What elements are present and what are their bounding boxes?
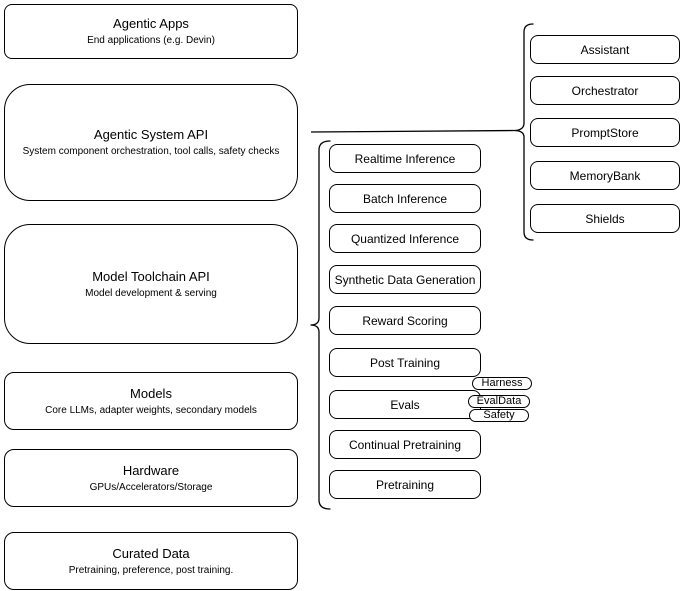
tag-safety: Safety bbox=[469, 409, 529, 422]
tag-evaldata: EvalData bbox=[468, 395, 530, 408]
node-title: Agentic System API bbox=[93, 127, 209, 142]
node-realtime-inference: Realtime Inference bbox=[329, 144, 481, 173]
node-subtitle: End applications (e.g. Devin) bbox=[87, 35, 215, 46]
node-title: Models bbox=[130, 385, 172, 401]
node-promptstore: PromptStore bbox=[530, 118, 680, 147]
node-evals: Evals bbox=[329, 390, 481, 419]
node-subtitle: Model development & serving bbox=[85, 287, 217, 299]
node-curated-data: Curated Data Pretraining, preference, po… bbox=[4, 532, 298, 590]
api-to-system-connector-line bbox=[310, 129, 516, 133]
tag-harness: Harness bbox=[472, 377, 532, 390]
node-subtitle: Pretraining, preference, post training. bbox=[68, 564, 234, 576]
node-reward-scoring: Reward Scoring bbox=[329, 306, 481, 335]
system-brace bbox=[514, 23, 534, 241]
node-quantized-inference: Quantized Inference bbox=[329, 224, 481, 253]
node-title: Model Toolchain API bbox=[92, 268, 210, 284]
node-title: Curated Data bbox=[112, 545, 190, 561]
toolchain-brace bbox=[310, 140, 331, 510]
node-continual-pretraining: Continual Pretraining bbox=[329, 430, 481, 459]
node-shields: Shields bbox=[530, 204, 680, 233]
node-subtitle: GPUs/Accelerators/Storage bbox=[89, 481, 213, 493]
node-batch-inference: Batch Inference bbox=[329, 184, 481, 213]
node-agentic-system-api: Agentic System API System component orch… bbox=[4, 84, 298, 201]
node-title: Agentic Apps bbox=[113, 16, 189, 31]
node-synthetic-data-generation: Synthetic Data Generation bbox=[329, 265, 481, 294]
node-subtitle: System component orchestration, tool cal… bbox=[22, 146, 280, 157]
node-title: Hardware bbox=[122, 462, 180, 478]
node-hardware: Hardware GPUs/Accelerators/Storage bbox=[4, 449, 298, 507]
node-subtitle: Core LLMs, adapter weights, secondary mo… bbox=[45, 404, 257, 416]
node-models: Models Core LLMs, adapter weights, secon… bbox=[4, 372, 298, 430]
node-model-toolchain-api: Model Toolchain API Model development & … bbox=[4, 224, 298, 344]
node-post-training: Post Training bbox=[329, 348, 481, 377]
node-memorybank: MemoryBank bbox=[530, 161, 680, 190]
node-assistant: Assistant bbox=[530, 35, 680, 64]
node-agentic-apps: Agentic Apps End applications (e.g. Devi… bbox=[4, 4, 298, 59]
node-pretraining: Pretraining bbox=[329, 470, 481, 499]
node-orchestrator: Orchestrator bbox=[530, 76, 680, 105]
